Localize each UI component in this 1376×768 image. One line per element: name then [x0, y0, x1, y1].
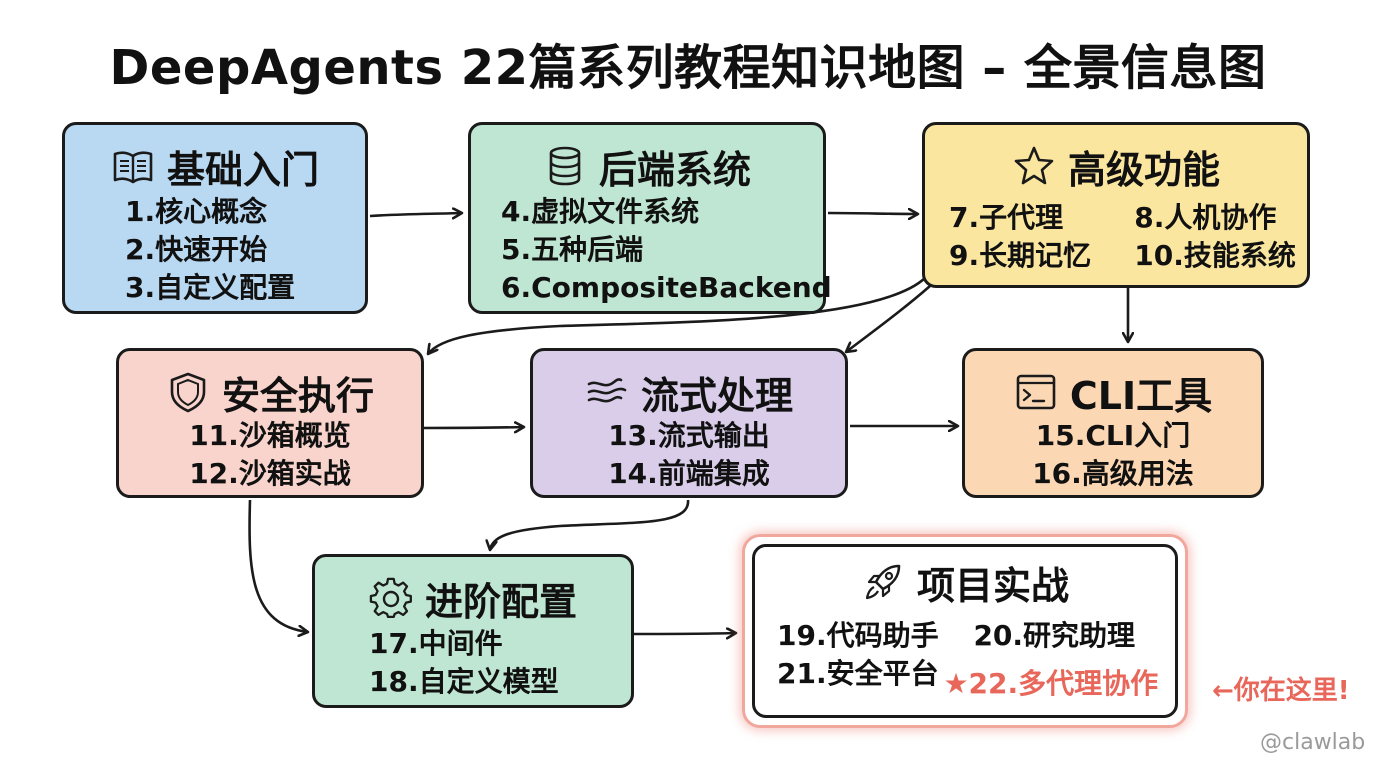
- item-grid: 7.子代理 8.人机协作 9.长期记忆 10.技能系统: [949, 199, 1299, 275]
- terminal-icon: [1016, 374, 1056, 410]
- section-cli: CLI工具 15.CLI入门 16.高级用法: [962, 348, 1264, 498]
- list-item: 6.CompositeBackend: [501, 271, 832, 304]
- list-item: 17.中间件: [369, 627, 503, 660]
- section-project-glow: [742, 534, 1188, 728]
- rocket-icon: [865, 564, 901, 600]
- section-title: CLI工具: [1069, 373, 1213, 418]
- item-list: 11.沙箱概览 12.沙箱实战: [119, 417, 421, 493]
- arrow-advanced-to-streaming: [846, 285, 931, 352]
- section-title: 项目实战: [916, 563, 1069, 608]
- section-title: 安全执行: [221, 373, 374, 418]
- database-icon: [549, 146, 581, 186]
- section-title: 流式处理: [640, 373, 793, 418]
- list-item: 4.虚拟文件系统: [501, 195, 700, 228]
- list-item: 13.流式输出: [608, 419, 770, 452]
- list-item: 20.研究助理: [973, 619, 1136, 652]
- list-item: 1.核心概念: [125, 195, 268, 228]
- item-list: 17.中间件 18.自定义模型: [369, 625, 631, 701]
- list-item: 3.自定义配置: [125, 271, 296, 304]
- list-item: 14.前端集成: [608, 457, 770, 490]
- item-list: 15.CLI入门 16.高级用法: [965, 417, 1261, 493]
- list-item-current: ★22.多代理协作: [943, 667, 1159, 700]
- wind-icon: [587, 378, 627, 403]
- list-item: 19.代码助手: [777, 619, 939, 652]
- arrow-security-to-streaming: [419, 427, 524, 428]
- list-item: 21.安全平台: [777, 657, 939, 690]
- item-list: 13.流式输出 14.前端集成: [533, 417, 845, 493]
- star-icon: [1014, 146, 1054, 185]
- item-list: 4.虚拟文件系统 5.五种后端 6.CompositeBackend: [501, 193, 832, 307]
- item-grid: 19.代码助手 20.研究助理 21.安全平台 ★22.多代理协作: [777, 617, 1167, 703]
- section-title: 后端系统: [598, 147, 751, 192]
- list-item: 7.子代理: [949, 201, 1064, 234]
- section-streaming: 流式处理 13.流式输出 14.前端集成: [530, 348, 848, 498]
- list-item: 12.沙箱实战: [189, 457, 351, 490]
- arrow-streaming-to-config: [490, 499, 690, 550]
- section-title: 基础入门: [166, 147, 319, 192]
- list-item: 18.自定义模型: [369, 665, 559, 698]
- section-basics: 基础入门 1.核心概念 2.快速开始 3.自定义配置: [62, 122, 368, 314]
- arrow-config-to-project: [633, 633, 736, 634]
- arrow-basics-to-backend: [369, 213, 462, 216]
- watermark: @clawlab: [1260, 730, 1366, 755]
- list-item: 8.人机协作: [1134, 201, 1277, 234]
- section-advanced: 高级功能 7.子代理 8.人机协作 9.长期记忆 10.技能系统: [922, 122, 1310, 288]
- section-config: 进阶配置 17.中间件 18.自定义模型: [312, 554, 634, 708]
- section-title: 高级功能: [1067, 147, 1220, 192]
- list-item: 2.快速开始: [125, 233, 268, 266]
- section-project: 项目实战 19.代码助手 20.研究助理 21.安全平台 ★22.多代理协作: [752, 544, 1178, 718]
- gear-icon: [369, 577, 412, 618]
- list-item: 5.五种后端: [501, 233, 644, 266]
- shield-icon: [170, 372, 206, 413]
- you-are-here-note: ←你在这里!: [1212, 676, 1350, 706]
- section-security: 安全执行 11.沙箱概览 12.沙箱实战: [116, 348, 424, 498]
- arrow-security-to-config: [248, 499, 308, 632]
- section-title: 进阶配置: [424, 579, 577, 624]
- list-item: 15.CLI入门: [1035, 419, 1191, 452]
- book-icon: [113, 151, 153, 184]
- page-title: DeepAgents 22篇系列教程知识地图 – 全景信息图: [109, 40, 1267, 96]
- list-item: 10.技能系统: [1134, 239, 1296, 272]
- section-backend: 后端系统 4.虚拟文件系统 5.五种后端 6.CompositeBackend: [468, 122, 832, 314]
- list-item: 16.高级用法: [1032, 457, 1194, 490]
- item-list: 1.核心概念 2.快速开始 3.自定义配置: [125, 193, 365, 307]
- list-item: 9.长期记忆: [949, 239, 1092, 272]
- arrow-backend-to-advanced: [827, 213, 918, 214]
- list-item: 11.沙箱概览: [189, 419, 351, 452]
